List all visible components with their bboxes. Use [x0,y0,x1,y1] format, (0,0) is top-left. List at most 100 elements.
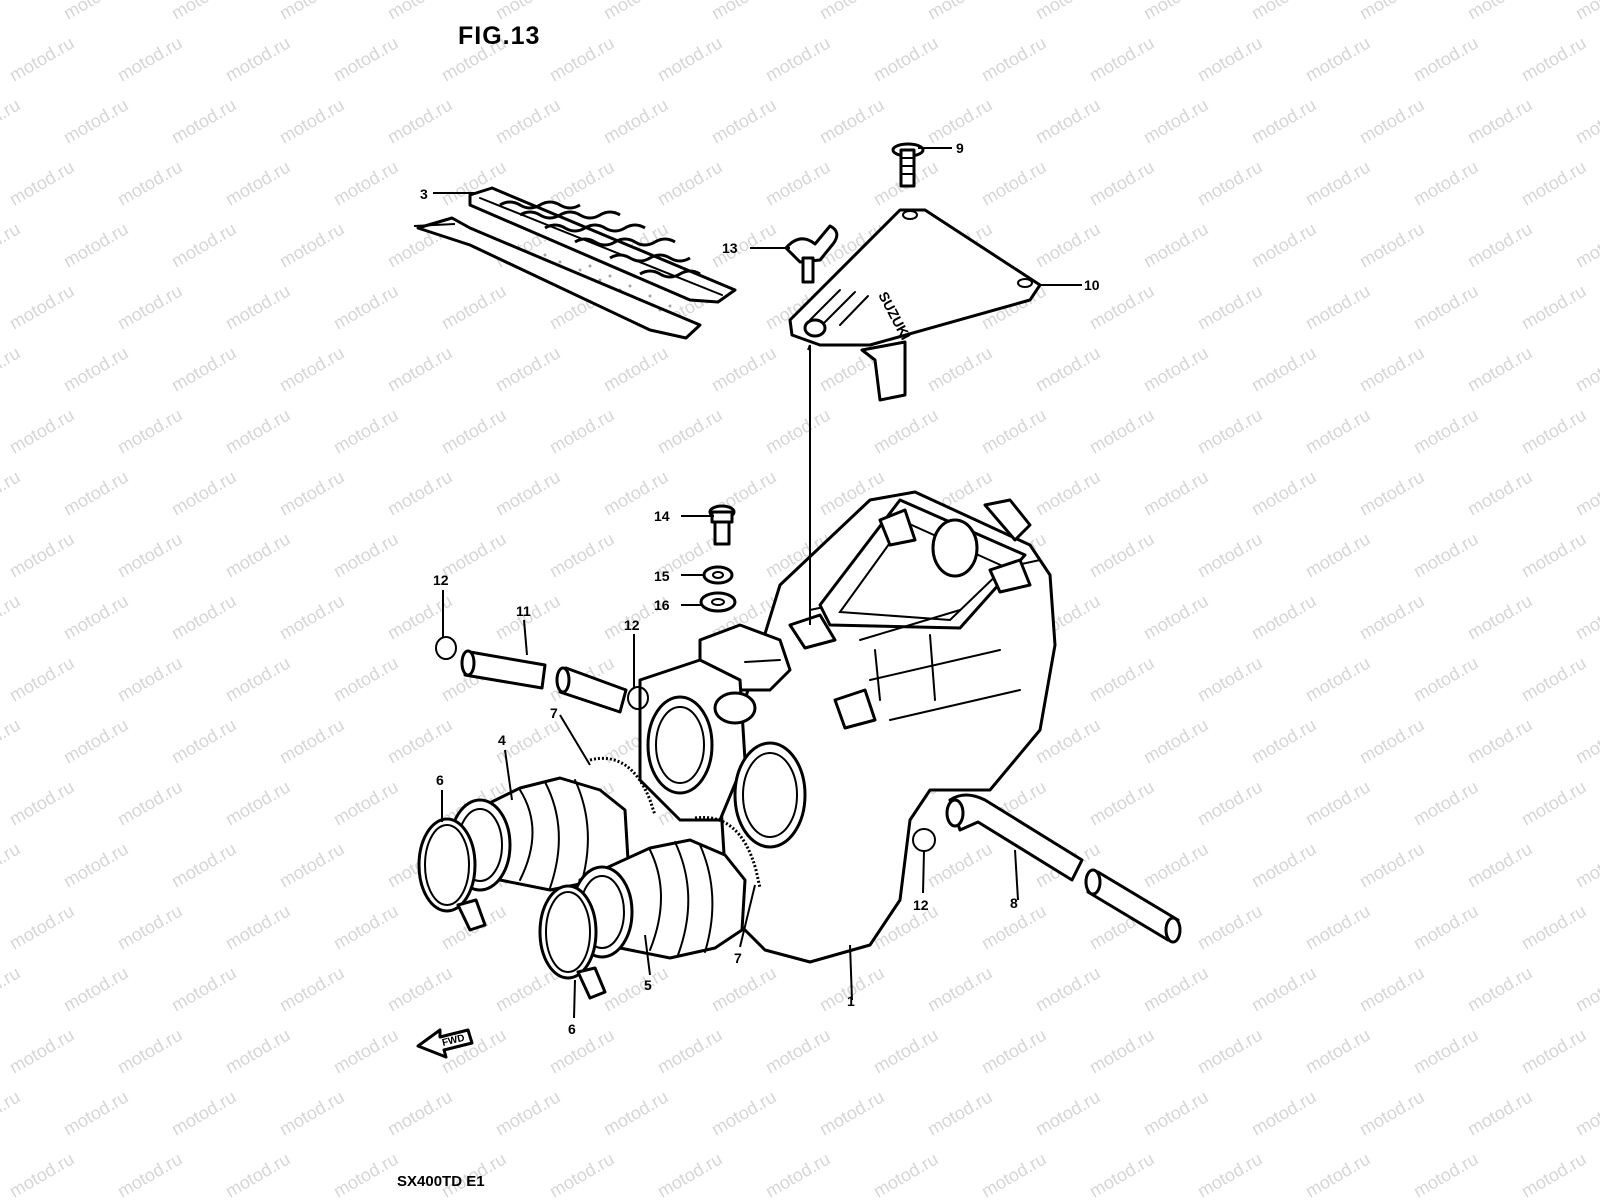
watermark-text: motod.ru [222,901,294,954]
watermark-text: motod.ru [0,591,24,644]
watermark-text: motod.ru [924,343,996,396]
watermark-text: motod.ru [546,1149,618,1200]
watermark-text: motod.ru [1032,219,1104,272]
watermark-text: motod.ru [492,467,564,520]
watermark-text: motod.ru [1248,343,1320,396]
watermark-text: motod.ru [0,467,24,520]
watermark-text: motod.ru [330,33,402,86]
watermark-text: motod.ru [330,653,402,706]
watermark-text: motod.ru [1302,281,1374,334]
watermark-text: motod.ru [168,95,240,148]
watermark-text: motod.ru [1464,219,1536,272]
watermark-text: motod.ru [1410,1149,1482,1200]
watermark-text: motod.ru [1572,343,1600,396]
forward-arrow: FWD [416,1028,474,1059]
watermark-text: motod.ru [546,33,618,86]
model-code: SX400TD E1 [397,1173,485,1190]
watermark-text: motod.ru [276,343,348,396]
watermark-text: motod.ru [222,1025,294,1078]
watermark-text: motod.ru [1140,591,1212,644]
watermark-text: motod.ru [1572,0,1600,23]
watermark-text: motod.ru [1194,901,1266,954]
watermark-text: motod.ru [1410,777,1482,830]
watermark-text: motod.ru [114,1149,186,1200]
watermark-text: motod.ru [60,95,132,148]
callout-9: 9 [956,140,964,156]
bolt-14 [708,504,736,546]
watermark-text: motod.ru [60,219,132,272]
watermark-text: motod.ru [1194,33,1266,86]
watermark-text: motod.ru [1302,157,1374,210]
watermark-text: motod.ru [924,1087,996,1140]
watermark-text: motod.ru [1140,343,1212,396]
callout-14: 14 [654,508,670,524]
watermark-text: motod.ru [276,1087,348,1140]
watermark-text: motod.ru [114,653,186,706]
watermark-text: motod.ru [1140,715,1212,768]
watermark-text: motod.ru [168,467,240,520]
watermark-text: motod.ru [1464,839,1536,892]
watermark-text: motod.ru [1032,0,1104,23]
watermark-text: motod.ru [60,963,132,1016]
watermark-text: motod.ru [1140,1087,1212,1140]
watermark-text: motod.ru [1248,963,1320,1016]
callout-10: 8 [1010,895,1018,911]
watermark-text: motod.ru [1518,157,1590,210]
watermark-text: motod.ru [1140,839,1212,892]
watermark-text: motod.ru [1032,343,1104,396]
watermark-text: motod.ru [222,33,294,86]
callout-3: 3 [420,186,428,202]
watermark-text: motod.ru [600,343,672,396]
watermark-text: motod.ru [1086,405,1158,458]
watermark-text: motod.ru [276,95,348,148]
watermark-text: motod.ru [1464,95,1536,148]
watermark-text: motod.ru [1140,95,1212,148]
watermark-text: motod.ru [708,1087,780,1140]
watermark-text: motod.ru [1032,95,1104,148]
watermark-text: motod.ru [114,405,186,458]
watermark-text: motod.ru [546,157,618,210]
watermark-text: motod.ru [330,405,402,458]
watermark-text: motod.ru [1572,963,1600,1016]
watermark-text: motod.ru [1086,777,1158,830]
watermark-text: motod.ru [384,0,456,23]
watermark-text: motod.ru [1464,591,1536,644]
watermark-text: motod.ru [1248,591,1320,644]
watermark-text: motod.ru [1410,529,1482,582]
watermark-text: motod.ru [1302,1149,1374,1200]
watermark-text: motod.ru [924,839,996,892]
watermark-text: motod.ru [1086,1025,1158,1078]
watermark-text: motod.ru [1194,1025,1266,1078]
watermark-text: motod.ru [1140,219,1212,272]
watermark-text: motod.ru [1302,653,1374,706]
watermark-text: motod.ru [1572,591,1600,644]
watermark-text: motod.ru [60,1087,132,1140]
watermark-text: motod.ru [654,157,726,210]
watermark-text: motod.ru [600,0,672,23]
leader-lines [413,147,1082,1019]
watermark-text: motod.ru [1410,901,1482,954]
watermark-text: motod.ru [1410,33,1482,86]
watermark-text: motod.ru [168,0,240,23]
watermark-text: motod.ru [168,839,240,892]
watermark-text: motod.ru [0,95,24,148]
watermark-text: motod.ru [114,901,186,954]
watermark-text: motod.ru [1518,281,1590,334]
watermark-text: motod.ru [708,343,780,396]
watermark-text: motod.ru [1086,33,1158,86]
washer-16 [699,591,737,613]
watermark-text: motod.ru [276,963,348,1016]
watermark-text: motod.ru [924,963,996,1016]
watermark-text: motod.ru [1356,963,1428,1016]
watermark-text: motod.ru [438,1025,510,1078]
watermark-text: motod.ru [1356,1087,1428,1140]
watermark-text: motod.ru [654,405,726,458]
watermark-text: motod.ru [60,0,132,23]
watermark-text: motod.ru [330,1149,402,1200]
callout-5: 5 [644,977,652,993]
watermark-text: motod.ru [1356,839,1428,892]
watermark-text: motod.ru [114,281,186,334]
watermark-text: motod.ru [330,529,402,582]
watermark-text: motod.ru [1086,157,1158,210]
